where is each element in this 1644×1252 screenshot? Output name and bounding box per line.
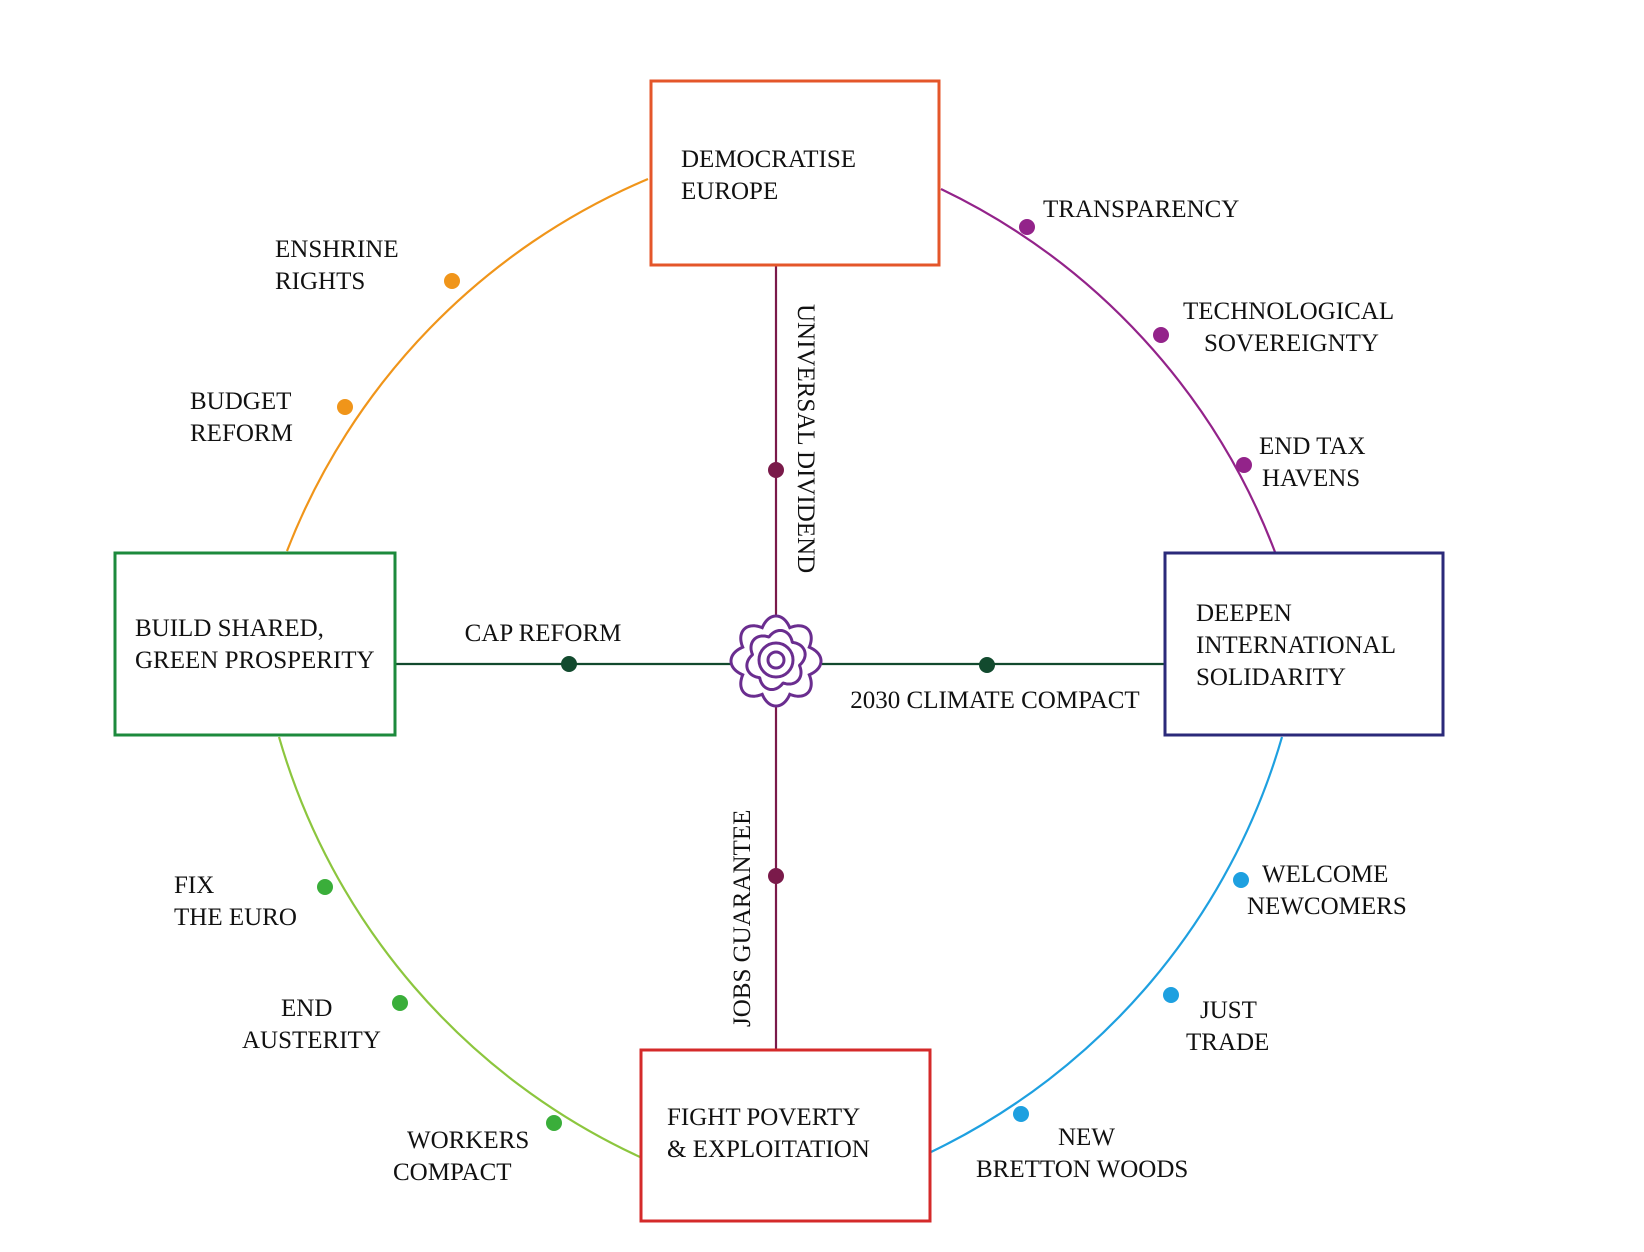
pillar-label-line: DEEPEN bbox=[1196, 600, 1292, 627]
arc-label-new-bretton-woods: NEW BRETTON WOODS bbox=[976, 1124, 1188, 1183]
arc-label-line: FIX bbox=[174, 872, 214, 899]
arc-dot-enshrine-rights bbox=[444, 273, 460, 289]
arc-label-line: END TAX bbox=[1259, 433, 1366, 460]
arc-label-line: AUSTERITY bbox=[242, 1027, 381, 1054]
pillar-label-line: SOLIDARITY bbox=[1196, 664, 1346, 691]
spoke-label-climate-compact: 2030 CLIMATE COMPACT bbox=[850, 687, 1139, 714]
arc-label-end-austerity: END AUSTERITY bbox=[242, 995, 381, 1054]
arc-label-enshrine-rights: ENSHRINE RIGHTS bbox=[275, 236, 399, 295]
arc-label-line: HAVENS bbox=[1262, 465, 1360, 492]
pillar-democratise-europe: DEMOCRATISE EUROPE bbox=[649, 79, 941, 267]
arc-label-just-trade: JUST TRADE bbox=[1186, 997, 1269, 1056]
arc-label-line: TRADE bbox=[1186, 1029, 1269, 1056]
arc-label-line: SOVEREIGNTY bbox=[1204, 330, 1379, 357]
arc-bottom-right bbox=[930, 736, 1284, 1153]
pillar-label-line: EUROPE bbox=[681, 178, 778, 205]
arc-dot-fix-the-euro bbox=[317, 879, 333, 895]
arc-label-line: NEWCOMERS bbox=[1247, 893, 1407, 920]
arc-label-line: BUDGET bbox=[190, 388, 291, 415]
arc-label-line: WORKERS bbox=[407, 1127, 529, 1154]
pillar-label-line: FIGHT POVERTY bbox=[667, 1104, 860, 1131]
arc-label-line: WELCOME bbox=[1262, 861, 1388, 888]
arc-label-technological-sovereignty: TECHNOLOGICAL SOVEREIGNTY bbox=[1183, 298, 1394, 357]
arc-label-line: TRANSPARENCY bbox=[1043, 196, 1239, 223]
arc-label-line: COMPACT bbox=[393, 1159, 512, 1186]
spoke-dot-universal-dividend bbox=[768, 462, 784, 478]
arc-dot-workers-compact bbox=[546, 1115, 562, 1131]
pillar-deepen-international-solidarity: DEEPEN INTERNATIONAL SOLIDARITY bbox=[1163, 551, 1445, 737]
spoke-dot-jobs-guarantee bbox=[768, 868, 784, 884]
arc-label-line: RIGHTS bbox=[275, 268, 365, 295]
arc-dot-technological-sovereignty bbox=[1153, 327, 1169, 343]
arc-dot-new-bretton-woods bbox=[1013, 1106, 1029, 1122]
arc-bottom-left bbox=[277, 736, 641, 1158]
pillar-build-shared-green-prosperity: BUILD SHARED, GREEN PROSPERITY bbox=[113, 551, 397, 737]
arc-label-budget-reform: BUDGET REFORM bbox=[190, 388, 293, 447]
arc-label-transparency: TRANSPARENCY bbox=[1043, 196, 1239, 223]
arc-label-fix-the-euro: FIX THE EURO bbox=[174, 872, 297, 931]
spoke-label-universal-dividend: UNIVERSAL DIVIDEND bbox=[792, 304, 819, 573]
pillar-label-line: & EXPLOITATION bbox=[667, 1136, 870, 1163]
arc-label-line: JUST bbox=[1200, 997, 1257, 1024]
pillar-label-line: BUILD SHARED, bbox=[135, 615, 324, 642]
pillar-label-line: GREEN PROSPERITY bbox=[135, 647, 375, 674]
arc-label-welcome-newcomers: WELCOME NEWCOMERS bbox=[1247, 861, 1407, 920]
arc-dot-end-tax-havens bbox=[1236, 457, 1252, 473]
arc-dot-transparency bbox=[1019, 219, 1035, 235]
arc-dot-welcome-newcomers bbox=[1233, 872, 1249, 888]
arc-label-line: REFORM bbox=[190, 420, 293, 447]
arc-dot-end-austerity bbox=[392, 995, 408, 1011]
pillar-fight-poverty-exploitation: FIGHT POVERTY & EXPLOITATION bbox=[639, 1048, 932, 1223]
arc-label-line: TECHNOLOGICAL bbox=[1183, 298, 1394, 325]
arc-dot-budget-reform bbox=[337, 399, 353, 415]
rose-emblem-icon bbox=[729, 614, 823, 708]
arc-label-line: ENSHRINE bbox=[275, 236, 399, 263]
arc-label-line: NEW bbox=[1058, 1124, 1115, 1151]
arc-top-left bbox=[285, 177, 649, 552]
arc-label-line: END bbox=[281, 995, 332, 1022]
pillar-label-line: INTERNATIONAL bbox=[1196, 632, 1396, 659]
arc-label-line: THE EURO bbox=[174, 904, 297, 931]
arc-dot-just-trade bbox=[1163, 987, 1179, 1003]
spoke-dot-cap-reform bbox=[561, 656, 577, 672]
pillar-label-line: DEMOCRATISE bbox=[681, 146, 856, 173]
spoke-label-jobs-guarantee: JOBS GUARANTEE bbox=[729, 810, 756, 1027]
arc-label-line: BRETTON WOODS bbox=[976, 1156, 1188, 1183]
arc-label-end-tax-havens: END TAX HAVENS bbox=[1259, 433, 1366, 492]
arc-top-right bbox=[940, 188, 1277, 553]
spoke-label-cap-reform: CAP REFORM bbox=[465, 620, 622, 647]
spoke-dot-climate-compact bbox=[979, 657, 995, 673]
arc-label-workers-compact: WORKERS COMPACT bbox=[393, 1127, 529, 1186]
